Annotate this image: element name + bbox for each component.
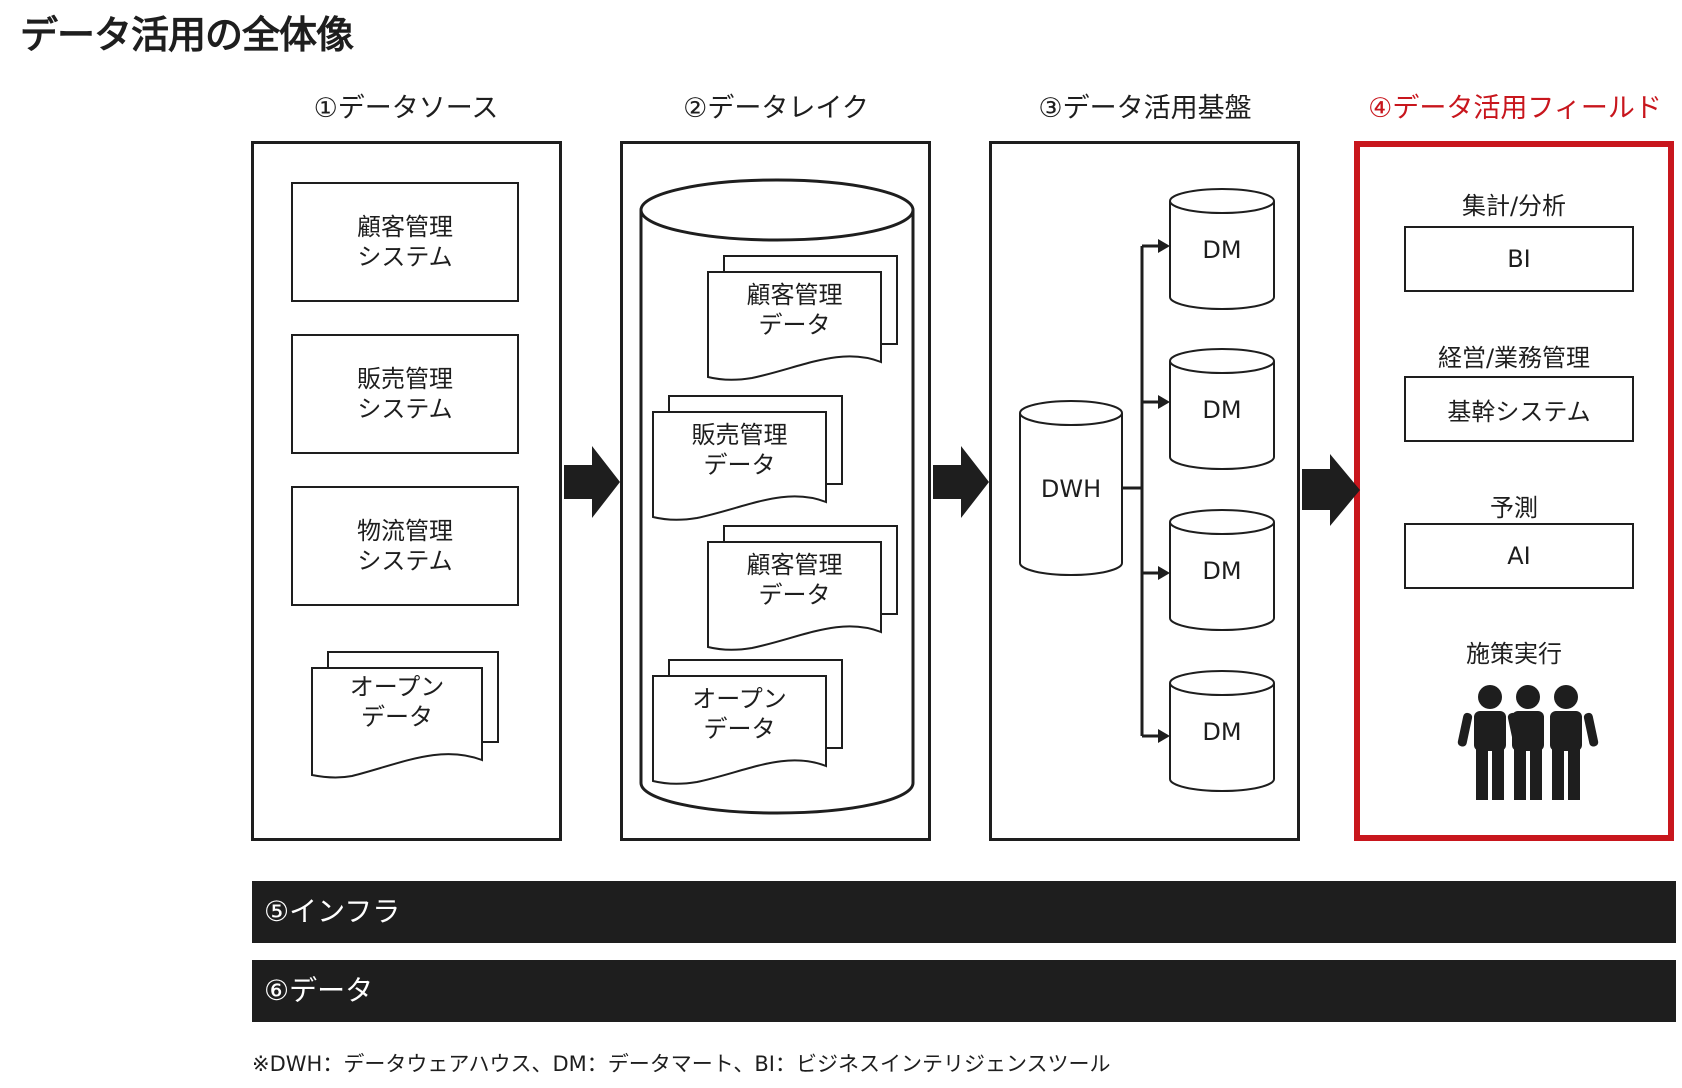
dwh-label: DWH [1040,475,1102,503]
lake-document-icon [707,525,898,651]
column-label-lake: ②データレイク [683,93,869,124]
lake-document-label: 顧客管理 データ [746,281,843,339]
lake-document-label: 顧客管理 データ [746,551,843,609]
dwh-to-dm-connector [1122,244,1160,738]
flow-arrow-icon [933,446,989,518]
people-icon [1457,685,1599,800]
source-system-box: 物流管理 システム [291,486,519,606]
open-data-document-icon [311,651,499,779]
source-system-label: 物流管理 システム [357,517,453,575]
page-title: データ活用の全体像 [20,13,354,57]
lake-document-icon [652,659,843,785]
dm-cylinder-icon [1169,188,1275,310]
field-group-label: 経営/業務管理 [1437,344,1591,372]
lake-document-icon [652,395,843,521]
dm-cylinder-icon [1169,670,1275,792]
field-box-bi: BI [1404,226,1634,292]
source-system-box: 顧客管理 システム [291,182,519,302]
flow-arrow-icon [564,446,620,518]
lake-document-label: 販売管理 データ [691,421,788,479]
field-group-label: 予測 [1490,494,1538,522]
source-system-box: 販売管理 システム [291,334,519,454]
column-label-sources: ①データソース [313,93,499,124]
infra-bar: ⑤インフラ [252,881,1676,943]
data-bar: ⑥データ [252,960,1676,1022]
dm-label: DM [1202,557,1242,585]
dm-label: DM [1202,396,1242,424]
connector-arrowhead-icon [1158,239,1170,743]
field-box-core-system: 基幹システム [1404,376,1634,442]
dm-label: DM [1202,236,1242,264]
column-label-field: ④データ活用フィールド [1368,93,1662,124]
source-system-label: 顧客管理 システム [357,213,453,271]
lake-document-icon [707,255,898,381]
field-action-label: 施策実行 [1466,640,1562,668]
source-system-label: 販売管理 システム [357,365,453,423]
lake-document-label: オープン データ [692,685,787,743]
dm-cylinder-icon [1169,348,1275,470]
dm-cylinder-icon [1169,509,1275,631]
field-box-ai: AI [1404,523,1634,589]
footnote: ※DWH：データウェアハウス、DM：データマート、BI：ビジネスインテリジェンス… [252,1052,1111,1076]
field-group-label: 集計/分析 [1461,192,1567,220]
column-label-platform: ③データ活用基盤 [1038,93,1252,124]
dm-label: DM [1202,718,1242,746]
open-data-label: オープン データ [349,673,445,731]
flow-arrow-icon [1302,454,1360,526]
dwh-cylinder-icon [1019,400,1123,576]
